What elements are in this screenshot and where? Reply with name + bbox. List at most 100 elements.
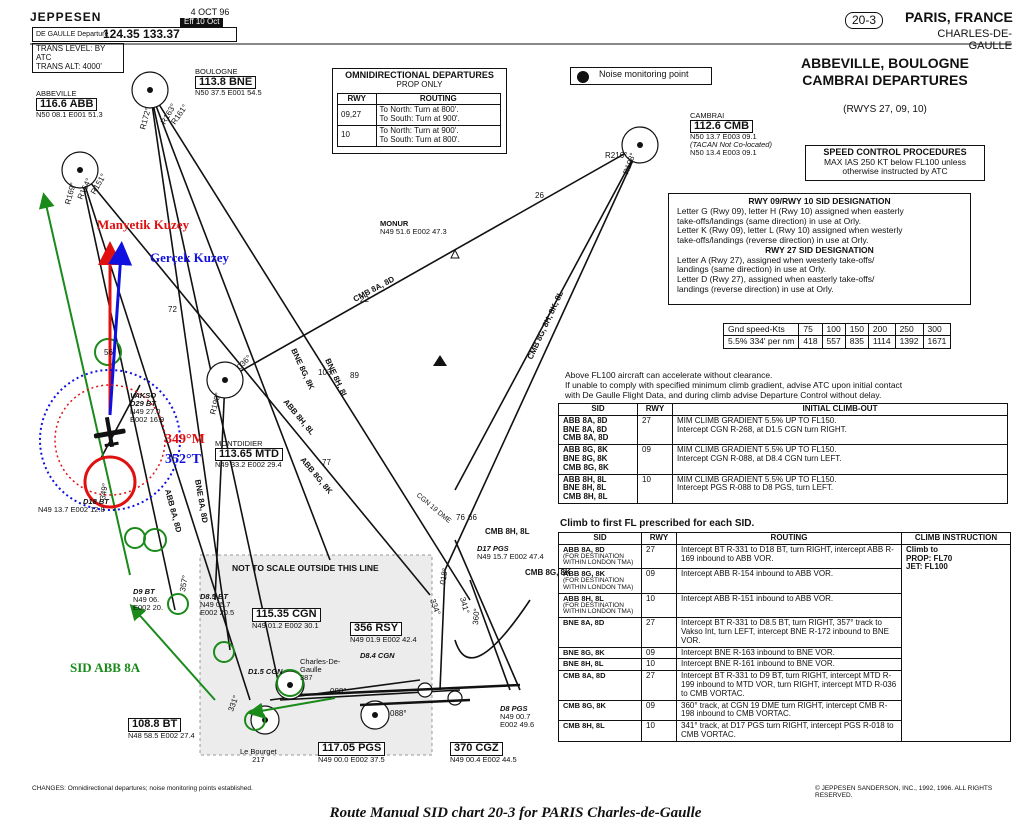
omni-col-rwy: RWY	[337, 92, 377, 106]
omni-rwy: 09,27	[337, 104, 377, 127]
radial-r169: R169°	[63, 182, 77, 206]
gnd-rate: 1114	[867, 335, 896, 349]
trans-box: TRANS LEVEL: BY ATC TRANS ALT: 4000'	[32, 43, 124, 74]
sid-name: ABB 8G, 8K	[563, 445, 608, 455]
dist-77: 77	[322, 458, 331, 467]
navaid-freq: 117.05 PGS	[318, 742, 386, 756]
fix-d8pgs: D8 PGS N49 00.7 E002 49.6	[500, 705, 534, 729]
magnetic-heading-circle	[54, 384, 166, 496]
gnd-speed: 300	[922, 322, 952, 337]
sid-name: BNE 8H, 8L	[563, 483, 607, 493]
omni-routing: To South: Turn at 900'.	[379, 114, 460, 124]
gnd-rate: 835	[844, 335, 869, 349]
navaid-freq: 116.6 ABB	[36, 97, 98, 112]
fix-d18bt: D18 BT N49 13.7 E002 12.8	[38, 498, 109, 514]
fix-d17pgs: D17 PGS N49 15.7 E002 47.4	[477, 545, 544, 561]
col-sid: SID	[558, 403, 638, 416]
navaid-montdidier: MONTDIDIER 113.65 MTD N49 33.2 E002 29.4	[215, 440, 283, 469]
navaid-cgz: 370 CGZ N49 00.4 E002 44.5	[450, 742, 517, 763]
magnetic-north-label: Manyetik Kuzey	[97, 217, 190, 232]
climb-text: Intercept PGS R-088 to D8 PGS, turn LEFT…	[677, 483, 834, 493]
departure-freq-box: DE GAULLE Departure 124.35 133.37	[32, 27, 237, 42]
table-row: ABB 8A, 8D(FOR DESTINATION WITHIN LONDON…	[558, 543, 1011, 742]
designation-heading: RWY 09/RWY 10 SID DESIGNATION	[748, 196, 891, 206]
track-349: 349°	[98, 482, 110, 500]
navaid-coord: N49 01.9 E002 42.4	[350, 634, 417, 644]
note-line: Above FL100 aircraft can accelerate with…	[565, 370, 773, 380]
fix-coord: N49 00.7	[500, 711, 531, 721]
routing-text: Intercept BNE R-163 inbound to BNE VOR.	[676, 646, 902, 660]
rwy: 27	[641, 543, 677, 570]
fix-name: D8 PGS	[500, 704, 528, 713]
track-018: 018°	[438, 567, 450, 585]
omni-subtitle: PROP ONLY	[396, 79, 443, 89]
rwy: 27	[641, 617, 677, 648]
rwy: 09	[637, 444, 673, 475]
route-label-cmb8h8l: CMB 8H, 8L	[485, 527, 530, 536]
navaid-coord: N49 01.2 E002 30.1	[252, 620, 319, 630]
designation-line: Letter K (Rwy 09), letter L (Rwy 10) ass…	[677, 225, 903, 236]
le-bourget-label: Le Bourget 217	[240, 748, 277, 764]
designation-line: landings (reverse direction) in use at O…	[677, 283, 834, 294]
rwy: 27	[637, 414, 673, 446]
fix-name: D9 BT	[133, 587, 155, 596]
col-rwy: RWY	[637, 403, 673, 416]
instruction-line: PROP: FL70	[906, 553, 953, 563]
navaid-name: MONTDIDIER	[215, 439, 263, 448]
airport: CHARLES-DE-GAULLE	[937, 28, 1012, 53]
routing-text: Intercept BT R-331 to D18 BT, turn RIGHT…	[676, 543, 902, 570]
navaid-freq: 113.65 MTD	[215, 447, 283, 462]
radial-r172: R172°	[138, 107, 152, 131]
airport-elev: 387	[300, 672, 313, 682]
rwy: 10	[641, 592, 677, 619]
fix-coord: E002 16.9	[130, 414, 165, 424]
gnd-speed: 75	[798, 322, 823, 337]
routing-text: Intercept BNE R-161 inbound to BNE VOR.	[676, 658, 902, 672]
true-north-arrow	[108, 241, 133, 416]
route-label-bne8g: BNE 8G, 8K	[289, 347, 316, 391]
fix-d9bt: D9 BT N49 06. E002 20.	[133, 588, 163, 612]
route-label-abb8h: ABB 8H, 8L	[281, 398, 316, 437]
fix-d84cgn: D8.4 CGN	[360, 651, 395, 660]
true-heading-circle	[39, 369, 181, 511]
designation-line: landings (same direction) in use at Orly…	[677, 264, 827, 275]
gnd-speed: 250	[894, 322, 924, 337]
true-north-label: Gerçek Kuzey	[150, 250, 230, 265]
d18bt-highlight	[83, 455, 137, 509]
routing-text: 360° track, at CGN 19 DME turn RIGHT, in…	[676, 699, 902, 722]
sid-name: CMB 8H, 8L	[563, 721, 605, 731]
magnetic-heading-label: 349°M	[165, 432, 205, 447]
departure-freq: 124.35 133.37	[103, 27, 180, 41]
gnd-rate: 557	[821, 335, 846, 349]
sid-name: BNE 8A, 8D	[563, 618, 605, 628]
navaid-pgs: 117.05 PGS N49 00.0 E002 37.5	[318, 742, 386, 763]
navaid-coord: N48 58.5 E002 27.4	[128, 730, 195, 740]
navaid-coord: N50 13.4 E003 09.1	[690, 148, 757, 158]
monur-fix	[450, 248, 460, 259]
sid-name: ABB 8H, 8L	[563, 474, 607, 484]
navaid-name: CAMBRAI	[690, 111, 725, 120]
routing-text: Intercept ABB R-151 inbound to ABB VOR.	[676, 592, 902, 619]
effective-date: Eff 10 Oct	[180, 17, 224, 27]
navaid-coord: N50 13.7 E003 09.1	[690, 132, 757, 142]
rwy: 09	[641, 699, 677, 722]
noise-legend: Noise monitoring point	[570, 67, 712, 85]
fix-name: D8.5 BT	[200, 592, 228, 601]
airport-name: Charles-De-Gaulle	[300, 657, 341, 674]
brand: JEPPESEN	[30, 10, 102, 24]
place: PARIS, FRANCE	[905, 9, 1013, 25]
trans-alt: TRANS ALT: 4000'	[36, 61, 102, 71]
designation-heading: RWY 27 SID DESIGNATION	[765, 244, 874, 255]
rwy: 09	[641, 568, 677, 594]
route-label-bne8h: BNE 8H, 8L	[323, 357, 349, 400]
routing-text: Intercept BT R-331 to D9 BT, turn RIGHT,…	[676, 670, 902, 701]
fix-d15cgn: D1.5 CGN	[248, 667, 283, 676]
